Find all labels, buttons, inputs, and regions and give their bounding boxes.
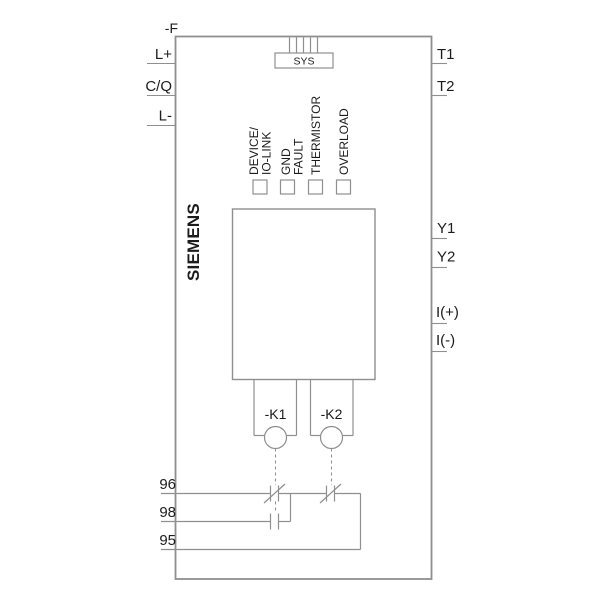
led-indicator-device-io-link (252, 179, 268, 195)
terminal-label-l-plus: L+ (155, 46, 172, 63)
led-indicator-overload (335, 179, 352, 195)
terminal-label-y1: Y1 (437, 220, 455, 237)
terminal-label-i-plus: I(+) (436, 304, 459, 321)
sys-connector-box (274, 52, 334, 69)
k1-coil-circle (263, 425, 288, 450)
module-box (231, 208, 376, 381)
sys-connector (274, 37, 334, 69)
terminal-label-95: 95 (159, 532, 176, 549)
terminal-label-i-minus: I(-) (436, 332, 455, 349)
terminal-label-y2: Y2 (437, 249, 455, 266)
led-indicator-thermistor (307, 179, 324, 195)
aux-contact-circuit (161, 483, 362, 551)
k1-nc-contact-slash (263, 483, 286, 504)
brand-logo: SIEMENS (184, 203, 203, 281)
terminal-label-t1: T1 (437, 46, 455, 63)
led-indicators (252, 179, 352, 195)
relay-k2 (309, 379, 354, 450)
led-label-io-link: IO-LINK (260, 132, 274, 175)
relay-label-k1: -K1 (265, 406, 287, 422)
k2-coil-circle (319, 425, 344, 450)
device-designation-label: -F (165, 20, 178, 36)
right-terminal-ticks (431, 62, 447, 353)
actuating-links (275, 448, 332, 514)
device-outline (174, 35, 433, 580)
led-indicator-gnd-fault (279, 179, 296, 195)
led-label-fault: FAULT (292, 138, 306, 175)
terminal-label-t2: T2 (437, 78, 455, 95)
led-label-thermistor: THERMISTOR (309, 96, 323, 175)
terminal-label-96: 96 (159, 476, 176, 493)
terminal-label-98: 98 (159, 504, 176, 521)
led-label-device: DEVICE/ (247, 126, 261, 175)
led-label-gnd: GND (279, 148, 293, 175)
terminal-label-l-minus: L- (159, 108, 172, 125)
led-label-overload: OVERLOAD (337, 108, 351, 175)
relay-k1 (253, 379, 298, 450)
left-terminal-ticks (147, 62, 176, 127)
k2-nc-contact-slash (319, 483, 342, 504)
sys-connector-label: SYS (293, 56, 314, 68)
relay-label-k2: -K2 (321, 406, 343, 422)
terminal-label-cq: C/Q (145, 78, 172, 95)
